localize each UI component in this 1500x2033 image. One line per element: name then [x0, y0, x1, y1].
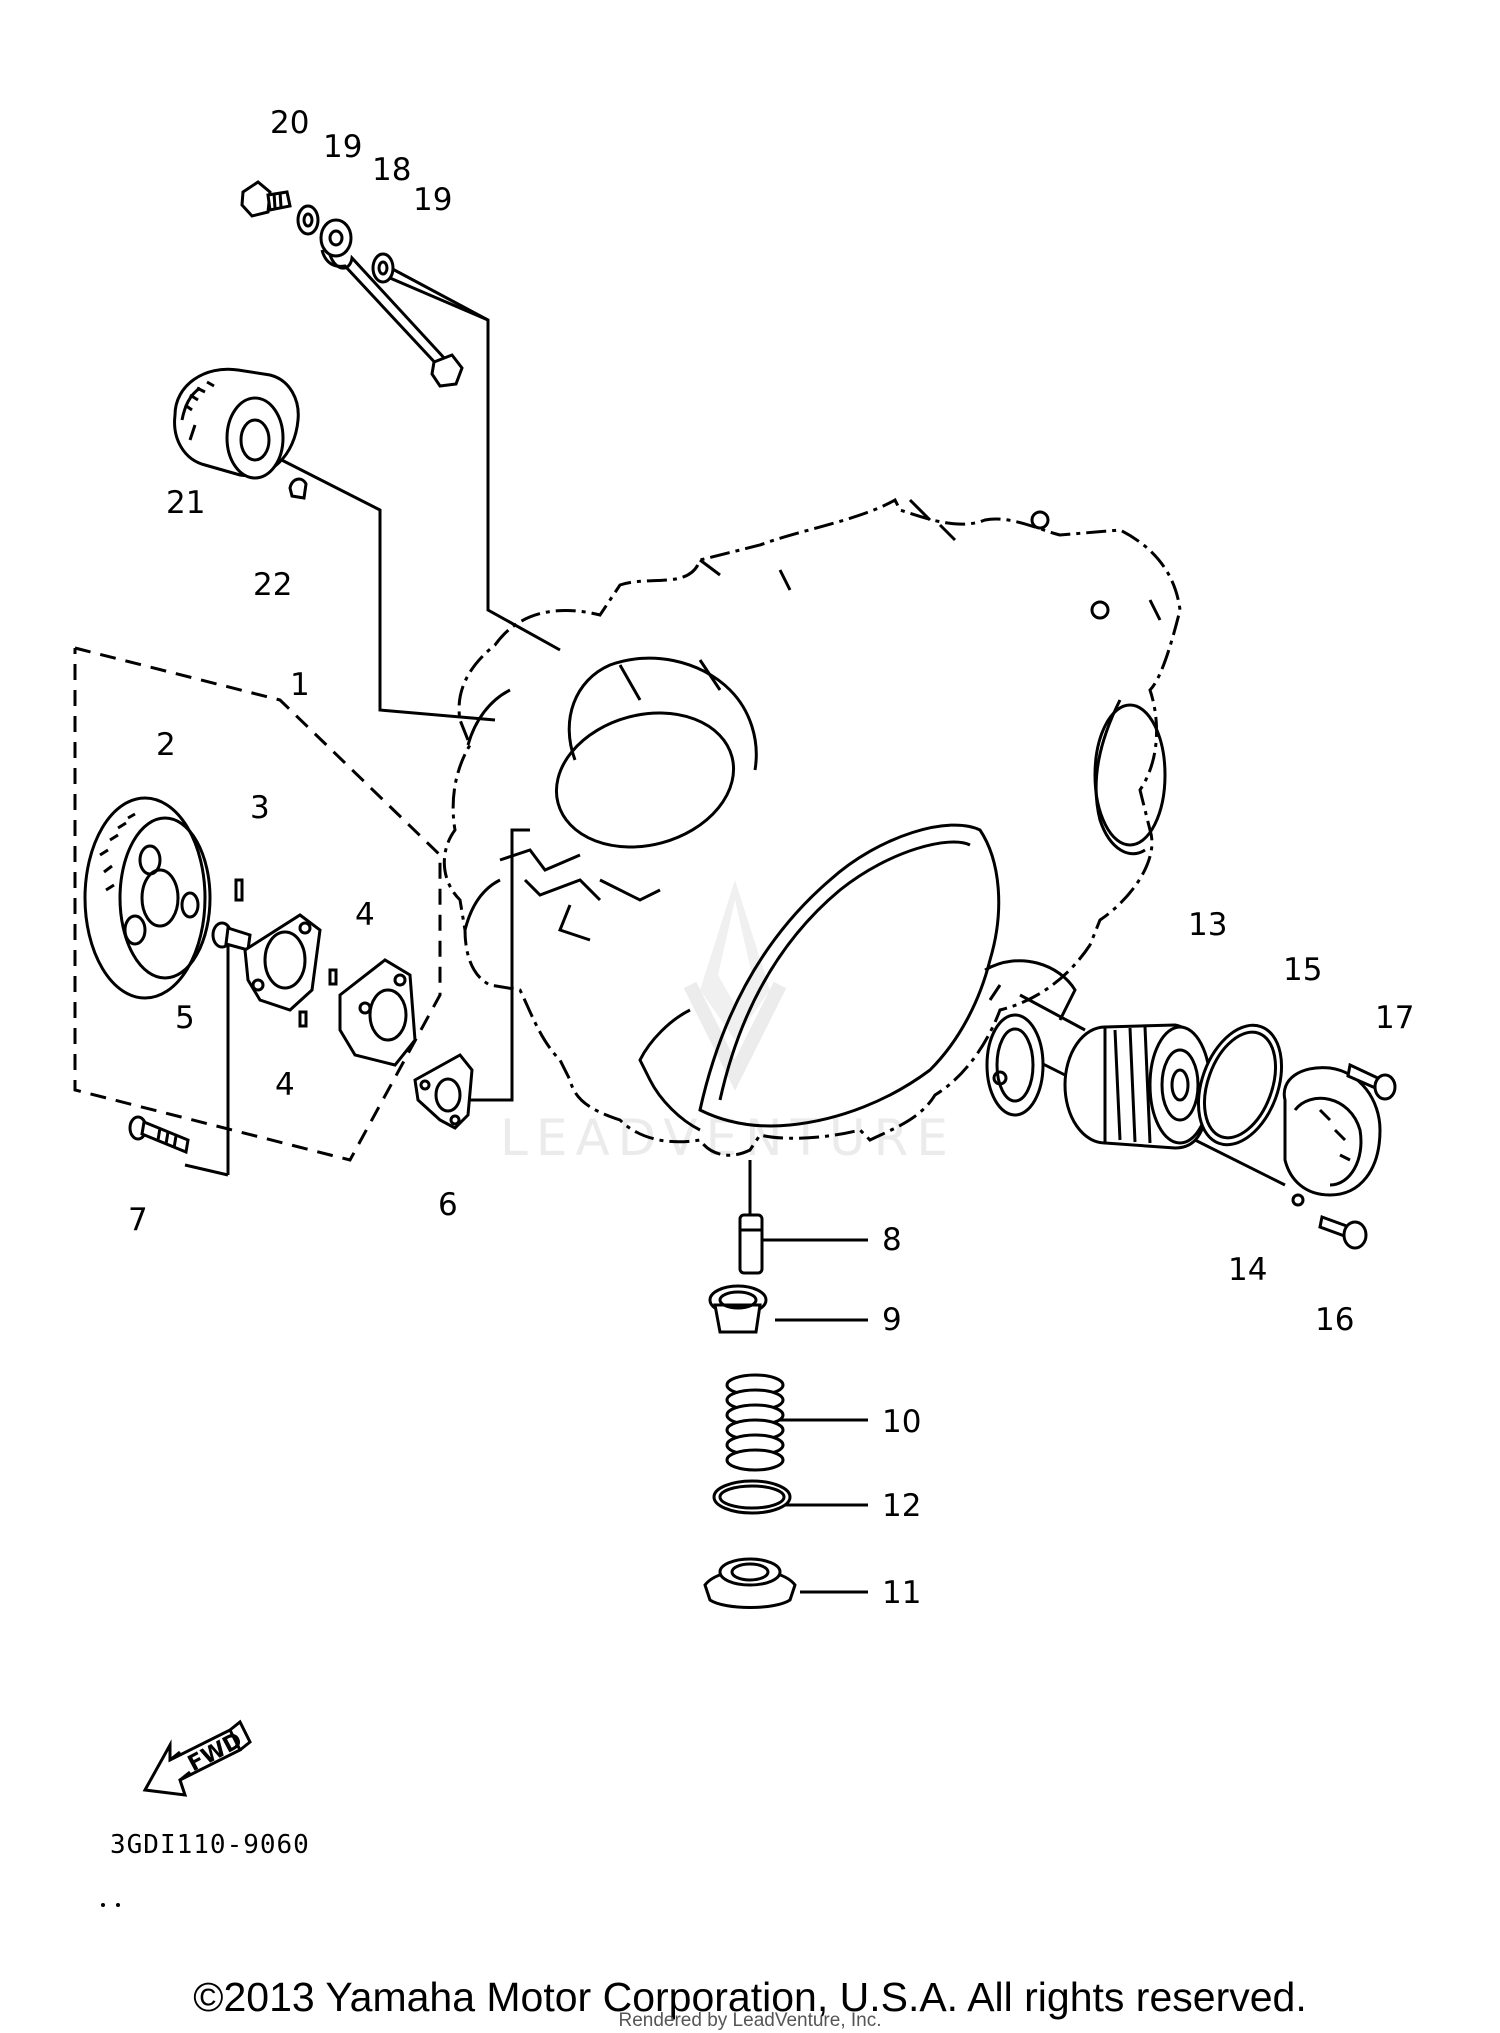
part-label-11: 11 [882, 1575, 921, 1611]
fwd-direction-arrow: FWD [142, 1719, 252, 1797]
screw-5 [211, 921, 252, 952]
part-label-9: 9 [882, 1302, 902, 1338]
rendered-by-notice: Rendered by LeadVenture, Inc. [618, 2010, 882, 2031]
cap-11 [703, 1557, 797, 1609]
filter-seat [984, 959, 1077, 1117]
leader-lines [184, 263, 1355, 1594]
part-label-14: 14 [1228, 1252, 1267, 1288]
part-label-4b: 4 [275, 1067, 295, 1103]
washer-19b-inner [377, 260, 389, 276]
dowel-4b [298, 1010, 308, 1028]
part-label-19b: 19 [413, 182, 452, 218]
part-label-18: 18 [372, 152, 411, 188]
watermark-text: LEADVENTURE [500, 1109, 956, 1167]
pump-assembly-box [73, 646, 442, 1162]
crankcase-cover [442, 497, 1182, 1157]
drive-gear-21 [173, 367, 300, 480]
part-label-17: 17 [1375, 1000, 1414, 1036]
part-label-2: 2 [156, 727, 176, 763]
part-label-5: 5 [175, 1000, 195, 1036]
washer-19a-inner [302, 212, 314, 228]
decorative-dot [101, 1903, 105, 1907]
part-label-22: 22 [253, 567, 292, 603]
part-label-19a: 19 [323, 129, 362, 165]
part-label-15: 15 [1283, 952, 1322, 988]
part-label-21: 21 [166, 485, 205, 521]
dowel-4a [328, 968, 338, 986]
filter-cover-14 [1282, 1066, 1382, 1207]
part-label-8: 8 [882, 1222, 902, 1258]
part-label-1: 1 [290, 667, 310, 703]
part-label-6: 6 [438, 1187, 458, 1223]
part-label-4a: 4 [355, 897, 375, 933]
pump-rotor-body [338, 958, 417, 1067]
o-ring-12 [712, 1479, 792, 1515]
part-label-10: 10 [882, 1404, 921, 1440]
oil-pipe-18 [319, 218, 464, 388]
part-label-12: 12 [882, 1488, 921, 1524]
part-label-7: 7 [128, 1202, 148, 1238]
pump-housing [243, 913, 322, 1012]
part-label-20: 20 [270, 105, 309, 141]
woodruff-key-22 [288, 477, 308, 500]
diagram-code: 3GDI110-9060 [110, 1830, 310, 1860]
part-label-13: 13 [1188, 907, 1227, 943]
decorative-dot [116, 1903, 120, 1907]
pump-gear-2 [83, 796, 212, 1000]
pin-3 [234, 878, 244, 902]
screw-16 [1318, 1214, 1368, 1250]
gasket-6 [413, 1053, 474, 1130]
oil-filter-13 [1063, 1023, 1212, 1150]
plug-9 [708, 1284, 768, 1334]
screw-17 [1346, 1062, 1397, 1101]
spring-10 [725, 1373, 785, 1472]
fwd-label: FWD [184, 1728, 247, 1777]
relief-piston-8 [738, 1213, 764, 1275]
part-labels: 20 19 18 19 21 22 1 2 3 4 4 5 6 7 8 9 10… [128, 105, 1414, 1611]
union-bolt-20 [240, 180, 292, 218]
part-label-16: 16 [1315, 1302, 1354, 1338]
part-label-3: 3 [250, 790, 270, 826]
copyright-notice: ©2013 Yamaha Motor Corporation, U.S.A. A… [193, 1974, 1307, 2020]
oil-pipe-group [240, 180, 489, 388]
o-ring-15 [1196, 1023, 1284, 1147]
bolt-7 [128, 1115, 190, 1155]
